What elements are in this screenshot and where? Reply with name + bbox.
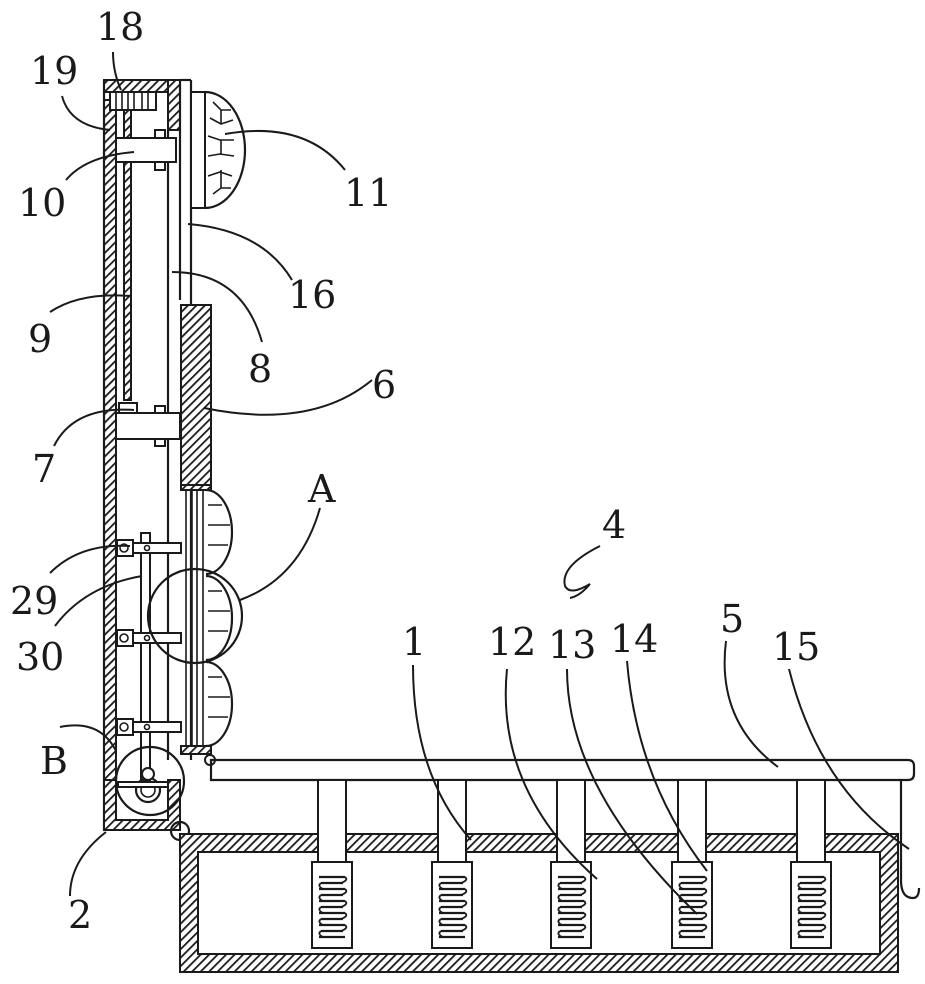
label-1: 1 xyxy=(402,620,426,664)
label-4: 4 xyxy=(602,503,626,547)
label-14: 14 xyxy=(610,617,658,661)
leader-lines xyxy=(49,51,910,915)
label-2: 2 xyxy=(68,893,92,937)
detail-circle-b xyxy=(114,745,186,817)
label-15: 15 xyxy=(772,625,820,669)
reference-labels: 18 19 10 11 16 9 8 6 7 A 4 29 30 1 12 13… xyxy=(10,5,820,937)
top-right-wall xyxy=(167,79,181,131)
linkage-rod xyxy=(140,532,151,782)
block-6 xyxy=(180,304,212,486)
left-wall xyxy=(103,99,117,831)
label-8: 8 xyxy=(248,347,272,391)
spring-units xyxy=(311,779,832,949)
label-16: 16 xyxy=(288,273,336,317)
detail-circle-a xyxy=(146,567,244,665)
label-19: 19 xyxy=(30,49,78,93)
side-bracket xyxy=(899,780,921,900)
label-10: 10 xyxy=(18,181,66,225)
label-5: 5 xyxy=(720,597,744,641)
label-30: 30 xyxy=(16,635,64,679)
label-A: A xyxy=(307,467,336,511)
tray-assembly xyxy=(179,758,921,973)
label-12: 12 xyxy=(488,620,536,664)
label-7: 7 xyxy=(32,447,56,491)
slider-mid xyxy=(115,412,181,440)
label-B: B xyxy=(40,739,68,783)
lower-box xyxy=(179,833,899,973)
sensor-dome-top xyxy=(204,90,247,210)
top-plate xyxy=(209,758,916,782)
vertical-column xyxy=(102,78,247,842)
label-9: 9 xyxy=(28,317,52,361)
screw-rod xyxy=(123,109,132,401)
label-13: 13 xyxy=(548,623,596,667)
label-29: 29 xyxy=(10,579,58,623)
top-cap xyxy=(103,79,177,93)
label-6: 6 xyxy=(372,363,396,407)
motor-block xyxy=(109,91,157,111)
label-18: 18 xyxy=(96,5,144,49)
slider-top xyxy=(115,137,177,163)
pivot-row xyxy=(116,539,182,736)
label-11: 11 xyxy=(344,171,392,215)
